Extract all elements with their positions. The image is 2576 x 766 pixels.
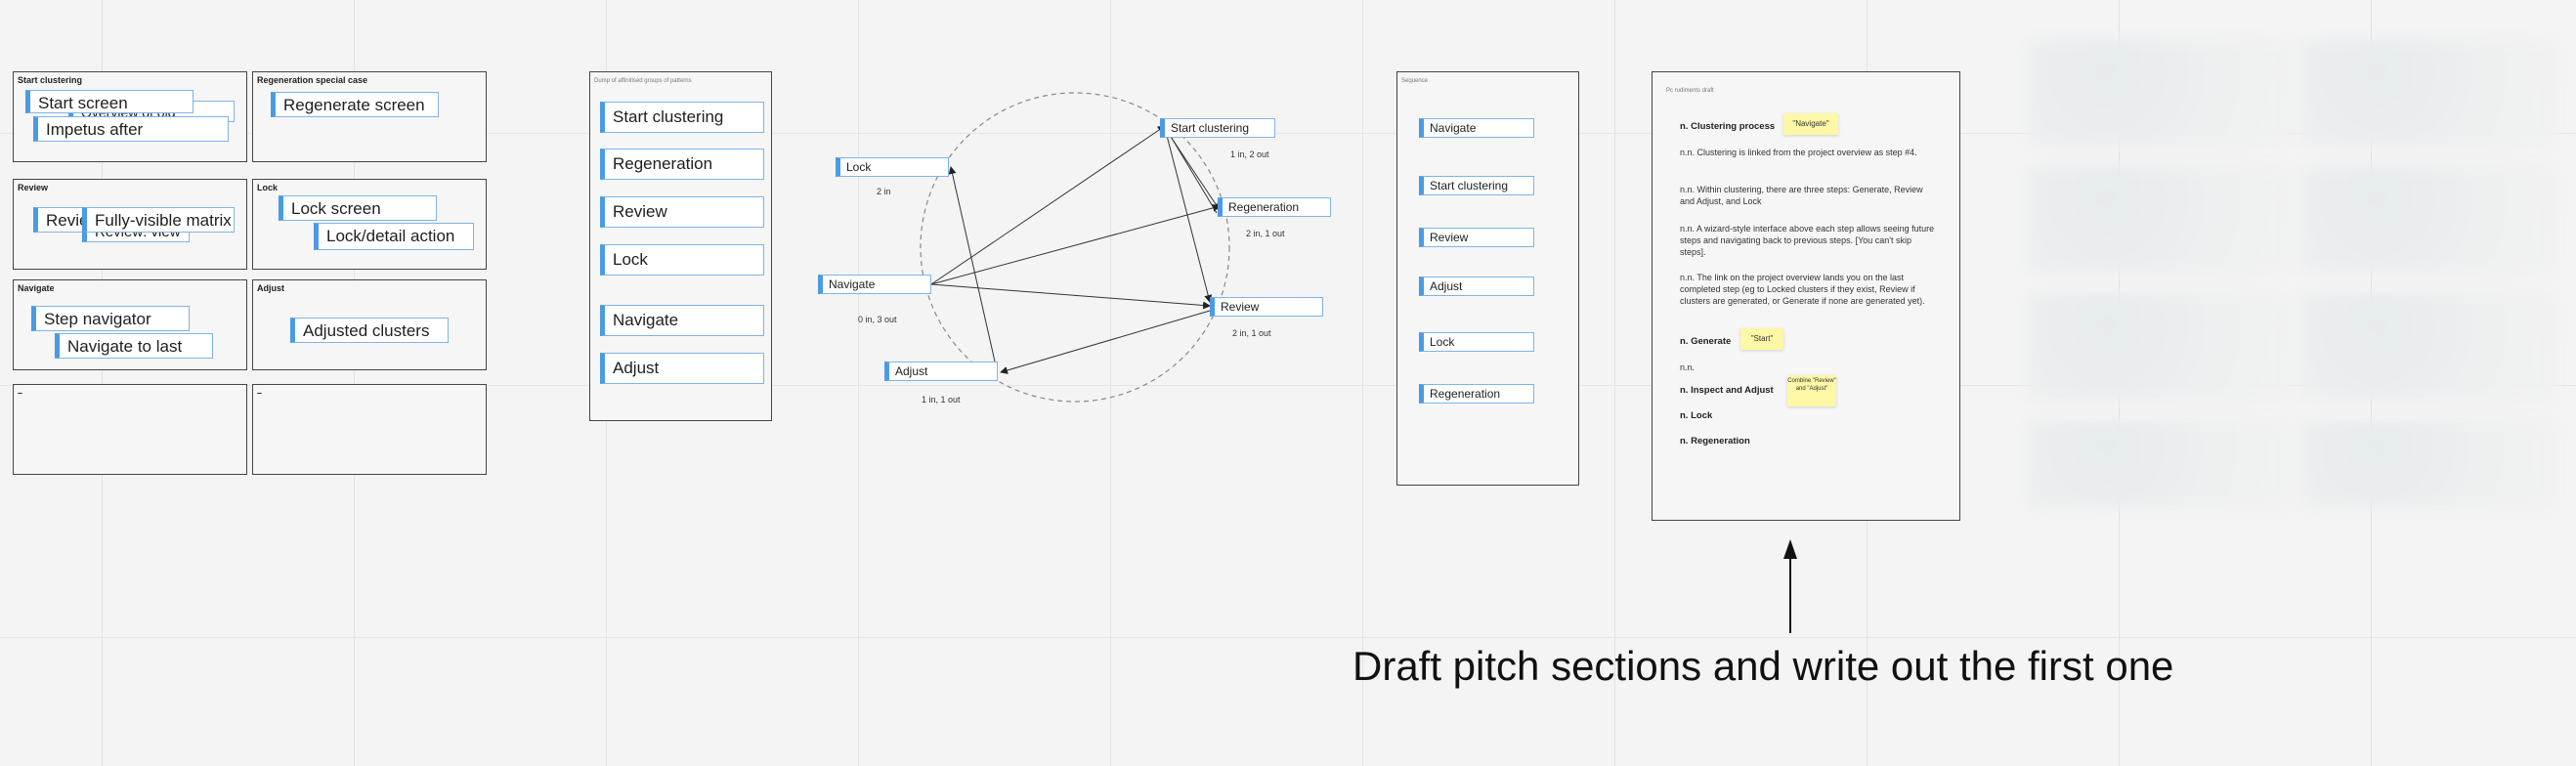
- edge-arrow: [930, 203, 1221, 285]
- doc-heading: n. Generate: [1680, 336, 1732, 347]
- sticky-card[interactable]: Navigate to last: [55, 333, 213, 359]
- sticky-note[interactable]: "Start": [1740, 328, 1783, 350]
- sticky-card[interactable]: Regenerate screen: [271, 92, 439, 117]
- frame-start-clustering[interactable]: Start clustering Overview of old Start s…: [13, 71, 247, 162]
- frame-title: –: [18, 388, 23, 398]
- frame-title: Dump of affinitised groups of patterns: [594, 78, 692, 84]
- doc-title: Pc rudiments draft: [1666, 88, 1714, 94]
- frame-regeneration-special-case[interactable]: Regeneration special case Regenerate scr…: [252, 71, 487, 162]
- sequence-step[interactable]: Regeneration: [1419, 384, 1534, 404]
- caption-arrow-head: [1783, 539, 1797, 559]
- graph-node-adjust[interactable]: Adjust: [884, 362, 998, 381]
- doc-paragraph: n.n. Clustering is linked from the proje…: [1680, 148, 1917, 157]
- sequence-step[interactable]: Review: [1419, 228, 1534, 247]
- sticky-card[interactable]: Start clustering: [600, 102, 764, 133]
- sticky-card[interactable]: Lock screen: [279, 195, 437, 221]
- doc-paragraph: n.n. The link on the project overview la…: [1680, 273, 1925, 306]
- sticky-card[interactable]: Fully-visible matrix: [82, 207, 235, 233]
- sequence-step[interactable]: Start clustering: [1419, 176, 1534, 195]
- frame-title: Sequence: [1401, 78, 1429, 84]
- doc-heading: n. Clustering process: [1680, 121, 1776, 132]
- frame-dump[interactable]: Dump of affinitised groups of patterns S…: [589, 71, 772, 421]
- frame-review[interactable]: Review Review: View Review: view Fully-v…: [13, 179, 247, 270]
- frame-title: Lock: [257, 183, 279, 192]
- grid-line: [0, 385, 2576, 386]
- graph-node-navigate[interactable]: Navigate: [818, 275, 931, 294]
- grid-line: [1614, 0, 1615, 766]
- grid-line: [1110, 0, 1111, 766]
- doc-paragraph: n.n.: [1680, 362, 1696, 372]
- frame-empty[interactable]: –: [252, 384, 487, 475]
- graph-node-note: 2 in, 1 out: [1232, 328, 1271, 338]
- frame-lock[interactable]: Lock Lock screen Lock/detail action: [252, 179, 487, 270]
- sticky-card[interactable]: Lock/detail action: [314, 223, 474, 250]
- sticky-card[interactable]: Adjust: [600, 353, 764, 384]
- frame-title: Start clustering: [18, 75, 83, 85]
- edge-arrow: [1000, 310, 1211, 374]
- grid-line: [354, 0, 355, 766]
- frame-title: Navigate: [18, 283, 55, 293]
- graph-node-note: 2 in: [877, 187, 891, 196]
- graph-node-note: 0 in, 3 out: [858, 315, 897, 324]
- graph-node-start-clustering[interactable]: Start clustering: [1160, 118, 1275, 138]
- doc-paragraph: n.n. Within clustering, there are three …: [1680, 185, 1923, 206]
- edge-arrow: [1164, 127, 1213, 303]
- graph-node-regeneration[interactable]: Regeneration: [1218, 197, 1331, 217]
- doc-heading: n. Regeneration: [1680, 436, 1750, 447]
- edge-arrow: [930, 283, 1211, 310]
- sticky-card[interactable]: Lock: [600, 244, 764, 276]
- doc-paragraph: n.n. A wizard-style interface above each…: [1680, 224, 1935, 257]
- sequence-step[interactable]: Lock: [1419, 332, 1534, 352]
- grid-line: [858, 0, 859, 766]
- doc-heading: n. Inspect and Adjust: [1680, 385, 1774, 396]
- grid-line: [1362, 0, 1363, 766]
- grid-line: [0, 637, 2576, 638]
- frame-document[interactable]: Pc rudiments draft n. Clustering process…: [1652, 71, 1960, 521]
- grid-line: [0, 133, 2576, 134]
- sequence-step[interactable]: Adjust: [1419, 277, 1534, 296]
- graph-node-review[interactable]: Review: [1210, 297, 1323, 317]
- sticky-card[interactable]: Review: [600, 196, 764, 228]
- frame-title: Review: [18, 183, 49, 192]
- grid-line: [102, 0, 103, 766]
- sticky-card[interactable]: Impetus after: [33, 116, 229, 142]
- frame-title: Regeneration special case: [257, 75, 368, 85]
- graph-node-lock[interactable]: Lock: [836, 157, 949, 177]
- sticky-card[interactable]: Regeneration: [600, 149, 764, 180]
- sequence-step[interactable]: Navigate: [1419, 118, 1534, 138]
- doc-heading: n. Lock: [1680, 410, 1713, 421]
- sticky-note[interactable]: Combine "Review" and "Adjust": [1787, 375, 1836, 406]
- graph-node-note: 2 in, 1 out: [1246, 229, 1285, 238]
- graph-node-note: 1 in, 1 out: [922, 395, 961, 404]
- edge-arrow: [930, 125, 1166, 285]
- sticky-card[interactable]: Step navigator: [31, 306, 190, 331]
- frame-adjust[interactable]: Adjust Adjusted clusters: [252, 279, 487, 370]
- frame-navigate[interactable]: Navigate Step navigator Navigate to last: [13, 279, 247, 370]
- frame-empty[interactable]: –: [13, 384, 247, 475]
- edge-arrow: [1166, 129, 1218, 214]
- cycle-circle: [920, 92, 1230, 403]
- caption-text: Draft pitch sections and write out the f…: [1352, 643, 2174, 689]
- graph-node-note: 1 in, 2 out: [1230, 149, 1269, 159]
- frame-title: –: [257, 388, 263, 398]
- edge-arrow: [948, 166, 996, 362]
- frame-title: Adjust: [257, 283, 284, 293]
- sticky-card[interactable]: Adjusted clusters: [290, 318, 449, 343]
- sticky-card[interactable]: Navigate: [600, 305, 764, 336]
- sticky-card[interactable]: Start screen: [25, 90, 193, 113]
- sticky-note[interactable]: "Navigate": [1783, 113, 1838, 135]
